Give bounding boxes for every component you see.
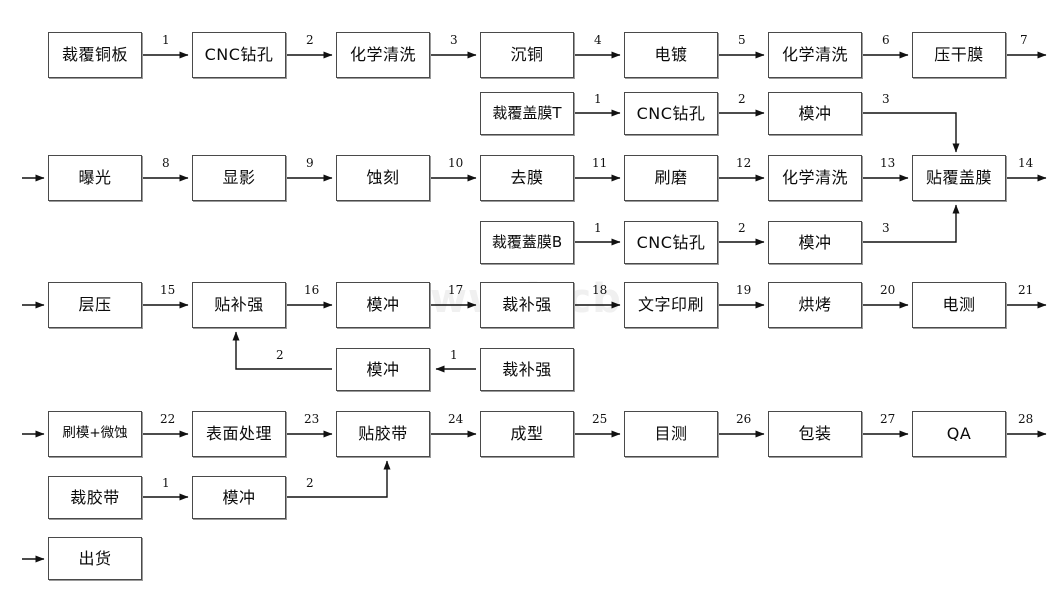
- edge-label-22: 22: [160, 412, 176, 426]
- edge-label-4: 4: [594, 33, 602, 47]
- node-brush-microetch[interactable]: 刷模+微蚀: [48, 411, 142, 457]
- node-lamination[interactable]: 层压: [48, 282, 142, 328]
- edge-label-b1-3: 3: [882, 92, 890, 106]
- edge-label-14: 14: [1018, 156, 1034, 170]
- node-cnc-drill-3[interactable]: CNC钻孔: [624, 221, 718, 264]
- node-apply-stiffener[interactable]: 贴补强: [192, 282, 286, 328]
- node-cut-stiffener-2[interactable]: 裁补强: [480, 348, 574, 391]
- node-die-punch-t[interactable]: 模冲: [768, 92, 862, 135]
- edge-label-15: 15: [160, 283, 176, 297]
- edge-label-13: 13: [880, 156, 896, 170]
- edge-label-12: 12: [736, 156, 752, 170]
- edge-label-24: 24: [448, 412, 464, 426]
- edge-label-18: 18: [592, 283, 608, 297]
- edge-label-b3-1: 1: [450, 348, 458, 362]
- node-apply-tape[interactable]: 贴胶带: [336, 411, 430, 457]
- edge-label-6: 6: [882, 33, 890, 47]
- edge-label-28: 28: [1018, 412, 1034, 426]
- node-etching[interactable]: 蚀刻: [336, 155, 430, 201]
- edge-label-3: 3: [450, 33, 458, 47]
- edge-label-21: 21: [1018, 283, 1034, 297]
- node-press-dry-film[interactable]: 压干膜: [912, 32, 1006, 78]
- edge-label-27: 27: [880, 412, 896, 426]
- node-visual-inspection[interactable]: 目测: [624, 411, 718, 457]
- node-cnc-drill-1[interactable]: CNC钻孔: [192, 32, 286, 78]
- edge-label-b2-1: 1: [594, 221, 602, 235]
- node-die-punch-3[interactable]: 模冲: [336, 282, 430, 328]
- edge-label-7: 7: [1020, 33, 1028, 47]
- edge-label-26: 26: [736, 412, 752, 426]
- edge-label-20: 20: [880, 283, 896, 297]
- node-chemical-clean-1[interactable]: 化学清洗: [336, 32, 430, 78]
- edge-label-2: 2: [306, 33, 314, 47]
- node-legend-printing[interactable]: 文字印刷: [624, 282, 718, 328]
- edge-label-b2-3: 3: [882, 221, 890, 235]
- edge-label-b1-2: 2: [738, 92, 746, 106]
- edge-label-9: 9: [306, 156, 314, 170]
- node-baking[interactable]: 烘烤: [768, 282, 862, 328]
- edge-label-b1-1: 1: [594, 92, 602, 106]
- node-cut-copper-clad[interactable]: 裁覆铜板: [48, 32, 142, 78]
- node-cnc-drill-2[interactable]: CNC钻孔: [624, 92, 718, 135]
- node-shipment[interactable]: 出货: [48, 537, 142, 580]
- node-strip-film[interactable]: 去膜: [480, 155, 574, 201]
- edge-label-17: 17: [448, 283, 464, 297]
- node-chemical-clean-2[interactable]: 化学清洗: [768, 32, 862, 78]
- edge-label-8: 8: [162, 156, 170, 170]
- node-chemical-clean-3[interactable]: 化学清洗: [768, 155, 862, 201]
- node-die-punch-stiffener[interactable]: 模冲: [336, 348, 430, 391]
- edge-label-b4-2: 2: [306, 476, 314, 490]
- node-electrical-test[interactable]: 电测: [912, 282, 1006, 328]
- node-cut-tape[interactable]: 裁胶带: [48, 476, 142, 519]
- node-cut-stiffener-1[interactable]: 裁补强: [480, 282, 574, 328]
- edge-label-b4-1: 1: [162, 476, 170, 490]
- edge-label-25: 25: [592, 412, 608, 426]
- edge-label-5: 5: [738, 33, 746, 47]
- node-exposure[interactable]: 曝光: [48, 155, 142, 201]
- edge-label-10: 10: [448, 156, 464, 170]
- edge-label-b2-2: 2: [738, 221, 746, 235]
- edge-label-1: 1: [162, 33, 170, 47]
- node-brushing[interactable]: 刷磨: [624, 155, 718, 201]
- node-cut-coverlay-b[interactable]: 裁覆蓋膜B: [480, 221, 574, 264]
- node-electroless-copper[interactable]: 沉铜: [480, 32, 574, 78]
- node-electroplating[interactable]: 电镀: [624, 32, 718, 78]
- edge-label-11: 11: [592, 156, 608, 170]
- edge-label-16: 16: [304, 283, 320, 297]
- node-die-punch-b[interactable]: 模冲: [768, 221, 862, 264]
- edge-label-19: 19: [736, 283, 752, 297]
- node-cut-coverlay-t[interactable]: 裁覆盖膜T: [480, 92, 574, 135]
- node-surface-treatment[interactable]: 表面处理: [192, 411, 286, 457]
- edge-label-23: 23: [304, 412, 320, 426]
- node-developing[interactable]: 显影: [192, 155, 286, 201]
- node-qa[interactable]: QA: [912, 411, 1006, 457]
- node-die-punch-tape[interactable]: 模冲: [192, 476, 286, 519]
- node-packaging[interactable]: 包装: [768, 411, 862, 457]
- edge-label-b3-2: 2: [276, 348, 284, 362]
- node-apply-coverlay[interactable]: 贴覆盖膜: [912, 155, 1006, 201]
- node-forming[interactable]: 成型: [480, 411, 574, 457]
